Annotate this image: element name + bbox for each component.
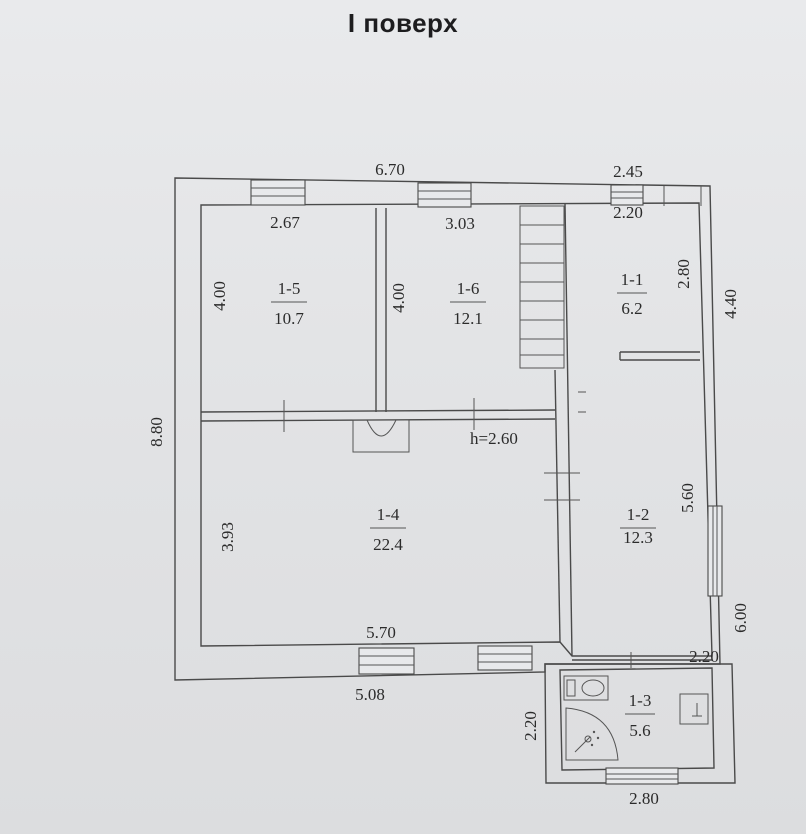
dim-room-1-2-height: 5.60 bbox=[678, 483, 697, 513]
partition-1-4-1-2 bbox=[554, 369, 561, 643]
window-icon bbox=[605, 767, 679, 785]
window-icon bbox=[610, 184, 644, 206]
dim-top-total: 6.70 bbox=[375, 160, 405, 179]
window-icon bbox=[417, 182, 472, 208]
window-icon bbox=[358, 647, 415, 675]
shower-icon bbox=[565, 707, 619, 761]
room-id-1-3: 1-3 bbox=[629, 691, 652, 710]
sink-icon bbox=[679, 693, 709, 725]
walls bbox=[174, 177, 736, 784]
dim-room-1-4-width: 5.70 bbox=[366, 623, 396, 642]
outer-wall-line bbox=[174, 177, 721, 681]
room-area-1-4: 22.4 bbox=[373, 535, 403, 554]
dim-right-upper: 4.40 bbox=[721, 289, 740, 319]
room-area-1-1: 6.2 bbox=[621, 299, 642, 318]
room-id-1-5: 1-5 bbox=[278, 279, 301, 298]
stair-icon bbox=[519, 205, 565, 369]
dim-room-1-5-height: 4.00 bbox=[210, 281, 229, 311]
dim-room-1-1-width: 2.20 bbox=[613, 203, 643, 222]
dim-top-right: 2.45 bbox=[613, 162, 643, 181]
room-labels: 1-5 10.7 1-6 12.1 1-1 6.2 1-4 22.4 1-2 1… bbox=[271, 270, 656, 740]
windows bbox=[250, 179, 723, 785]
window-icon bbox=[707, 505, 723, 597]
toilet-icon bbox=[563, 675, 609, 701]
dim-room-1-6-width: 3.03 bbox=[445, 214, 475, 233]
dim-room-1-6-height: 4.00 bbox=[389, 283, 408, 313]
room-area-1-5: 10.7 bbox=[274, 309, 304, 328]
window-icon bbox=[250, 179, 306, 206]
bathroom-inner-wall bbox=[559, 667, 715, 771]
dim-bottom-right: 2.80 bbox=[629, 789, 659, 808]
partition-1-4-1-2-b bbox=[564, 202, 573, 657]
dim-left-total: 8.80 bbox=[147, 417, 166, 447]
room-id-1-6: 1-6 bbox=[457, 279, 480, 298]
room-area-1-3: 5.6 bbox=[629, 721, 650, 740]
room-id-1-4: 1-4 bbox=[377, 505, 400, 524]
window-icon bbox=[477, 645, 533, 671]
dim-room-1-1-height: 2.80 bbox=[674, 259, 693, 289]
room-area-1-6: 12.1 bbox=[453, 309, 483, 328]
room-id-1-2: 1-2 bbox=[627, 505, 650, 524]
dimension-labels: 6.70 2.45 2.20 2.67 3.03 2.20 5.70 5.08 … bbox=[147, 160, 750, 808]
bathroom-outer-wall bbox=[544, 663, 736, 784]
dim-bottom-left: 5.08 bbox=[355, 685, 385, 704]
ceiling-height: h=2.60 bbox=[470, 429, 518, 448]
dim-right-lower: 6.00 bbox=[731, 603, 750, 633]
room-area-1-2: 12.3 bbox=[623, 528, 653, 547]
door-swing-icon bbox=[352, 419, 410, 453]
dim-room-1-3-height: 2.20 bbox=[521, 711, 540, 741]
partition-top-1-4 bbox=[200, 409, 556, 413]
door-markers bbox=[283, 186, 702, 668]
dim-room-1-5-width: 2.67 bbox=[270, 213, 300, 232]
dim-room-1-4-height: 3.93 bbox=[218, 522, 237, 552]
floor-title: I поверх bbox=[347, 8, 459, 38]
room-id-1-1: 1-1 bbox=[621, 270, 644, 289]
dim-room-1-3-width-top: 2.20 bbox=[689, 647, 719, 666]
